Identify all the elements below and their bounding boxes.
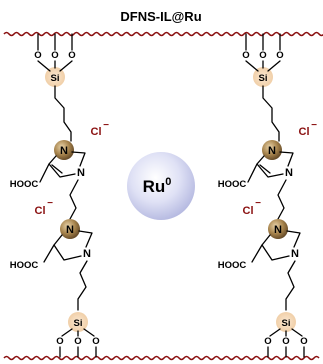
top-propyl-linker <box>54 85 72 142</box>
upper-imidazolium-n-sphere <box>262 140 282 160</box>
bottom-oxygen-left: O <box>56 336 63 347</box>
top-si-o-bond-left <box>37 60 51 72</box>
upper-ring-bond-n1-c5-c4-n3 <box>256 155 284 178</box>
top-oxygen-left: O <box>242 50 249 61</box>
top-oxygen-center: O <box>259 50 266 61</box>
lower-carboxyl-bond <box>43 244 55 263</box>
top-silicon-halo <box>253 67 273 87</box>
bottom-silicon: Si <box>282 318 291 329</box>
bottom-si-o-bond-left <box>269 328 281 337</box>
top-si-o-bond-right <box>267 60 281 72</box>
upper-imidazolium-n-sphere <box>54 140 74 160</box>
lower-imidazolium-n: N <box>83 248 91 260</box>
upper-ring-bond-n3-c2-n1 <box>279 151 294 167</box>
upper-carboxyl-bond <box>247 163 258 183</box>
lower-chloride-ion: Cl <box>243 205 254 217</box>
upper-imidazolium-n: N <box>77 167 85 179</box>
bottom-support-surface <box>3 355 320 361</box>
lower-imidazolium-n-plus: N <box>66 224 74 236</box>
lower-imidazolium-n-plus: N <box>274 224 282 236</box>
upper-carboxyl-group: HOOC <box>10 179 39 190</box>
figure-title: DFNS-IL@Ru <box>120 9 201 24</box>
top-propyl-linker <box>262 85 280 142</box>
upper-ring-double-bond <box>51 164 63 174</box>
ruthenium-oxidation-state: 0 <box>165 176 171 188</box>
upper-imidazolium-n: N <box>285 167 293 179</box>
lower-chloride-charge: − <box>255 198 261 209</box>
upper-ring-double-bond <box>259 164 271 174</box>
ruthenium-label: Ru <box>143 177 166 196</box>
lower-carboxyl-group: HOOC <box>218 260 247 271</box>
bottom-oxygen-right: O <box>300 336 307 347</box>
upper-carboxyl-bond <box>39 163 50 183</box>
top-silicon: Si <box>259 73 268 84</box>
top-oxygen-right: O <box>68 50 75 61</box>
upper-chloride-charge: − <box>311 120 317 131</box>
lower-ring-bond-n3-c2-n1 <box>78 230 93 248</box>
bottom-oxygen-right: O <box>92 336 99 347</box>
upper-chloride-ion: Cl <box>91 126 102 138</box>
upper-ring-bond-n3-c2-n1 <box>71 151 86 167</box>
lower-ring-bond-n1-c5-c4-n3 <box>261 234 290 261</box>
bottom-si-o-bond-right <box>83 328 95 337</box>
upper-carboxyl-group: HOOC <box>218 179 247 190</box>
svg-text:Ru0: Ru0 <box>143 176 172 196</box>
top-silicon-halo <box>45 67 65 87</box>
lower-carboxyl-group: HOOC <box>10 260 39 271</box>
lower-imidazolium-n-sphere <box>60 219 80 239</box>
lower-imidazolium-n-sphere <box>268 219 288 239</box>
top-oxygen-left: O <box>34 50 41 61</box>
lower-imidazolium-n: N <box>291 248 299 260</box>
bottom-silicon-halo <box>276 312 296 332</box>
top-oxygen-center: O <box>51 50 58 61</box>
upper-chloride-charge: − <box>103 120 109 131</box>
lower-chloride-charge: − <box>47 198 53 209</box>
upper-imidazolium-n-plus: N <box>60 145 68 157</box>
upper-chloride-ion: Cl <box>299 126 310 138</box>
bottom-propyl-linker <box>77 260 88 311</box>
ruthenium-nanoparticle: Ru0 <box>127 152 195 220</box>
bottom-oxygen-left: O <box>264 336 271 347</box>
top-oxygen-right: O <box>276 50 283 61</box>
bottom-silicon: Si <box>74 318 83 329</box>
bottom-si-o-bond-right <box>291 328 303 337</box>
lower-carboxyl-bond <box>251 244 263 263</box>
top-support-surface <box>3 31 323 37</box>
bottom-si-o-bond-left <box>61 328 73 337</box>
top-si-o-bond-left <box>245 60 259 72</box>
lower-ring-bond-n3-c2-n1 <box>286 230 301 248</box>
bottom-propyl-linker <box>285 260 296 311</box>
upper-ring-bond-n1-c5-c4-n3 <box>48 155 76 178</box>
lower-ring-bond-n1-c5-c4-n3 <box>53 234 82 261</box>
inter-ring-linker <box>69 179 79 220</box>
top-si-o-bond-right <box>59 60 73 72</box>
upper-imidazolium-n-plus: N <box>268 145 276 157</box>
ruthenium-sphere <box>127 152 195 220</box>
bottom-oxygen-center: O <box>74 336 81 347</box>
lower-chloride-ion: Cl <box>35 205 46 217</box>
bottom-silicon-halo <box>68 312 88 332</box>
bottom-oxygen-center: O <box>282 336 289 347</box>
inter-ring-linker <box>277 179 287 220</box>
top-silicon: Si <box>51 73 60 84</box>
